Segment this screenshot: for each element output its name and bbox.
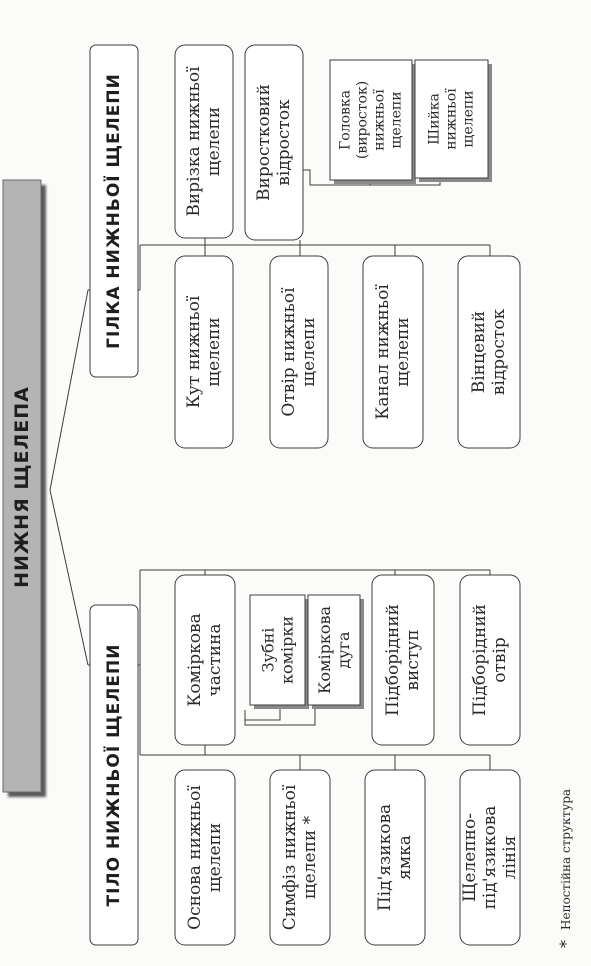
box-label-line: дуга [334, 631, 353, 669]
ramus-header: ГІЛКА НИЖНЬОЇ ЩЕЛЕПИ [102, 73, 124, 349]
box-frame [249, 594, 306, 706]
box-label-line: щелепи [461, 90, 477, 147]
box-label-line: частина [205, 623, 225, 696]
box-label-line: Вирізка нижньої [184, 66, 204, 217]
ramus-header-box [89, 44, 139, 378]
box-label-line: виступ [403, 629, 423, 690]
box-label-line: нижньої [372, 89, 388, 151]
box-label-line: Під'язикова [375, 804, 395, 911]
body-header-box [89, 604, 139, 946]
ramus-header-group: ГІЛКА НИЖНЬОЇ ЩЕЛЕПИ [89, 44, 139, 378]
box-label-line: Вінцевий [469, 311, 489, 394]
box-label-line: щелепи [299, 317, 319, 386]
box-label-line: ямка [395, 835, 415, 880]
box-label-line: щелепи [389, 91, 405, 148]
box-label-line: Виростковий [254, 84, 274, 201]
box-frame [244, 44, 304, 241]
root-connector [49, 289, 89, 666]
footnote-mark: * [557, 940, 576, 948]
box-label-line: Підборідний [470, 604, 490, 716]
box-frame [174, 769, 236, 946]
box-label-line: комірки [278, 616, 297, 684]
box-frame [364, 769, 426, 946]
title-bar [2, 179, 42, 793]
box-label-line: Канал нижньої [373, 284, 393, 420]
body-header-group: ТІЛО НИЖНЬОЇ ЩЕЛЕПИ [89, 604, 139, 946]
komirkova-sub-connector [244, 705, 316, 726]
box-label-line: лінія [500, 836, 520, 880]
box-label-line: відросток [274, 99, 294, 186]
box-frame [362, 255, 424, 449]
box-label-line: Підборідний [383, 604, 403, 716]
box-label-line: Коміркова [315, 606, 334, 694]
box-label-line: щелепи [204, 107, 224, 176]
box-label-line: Зубні [259, 628, 278, 673]
box-label-line: щелепи * [300, 815, 320, 899]
box-label-line: щелепи [204, 317, 224, 386]
box-label-line: щелепи [205, 823, 225, 892]
footnote-text: Непостійна структура [559, 789, 573, 930]
box-label-line: відросток [489, 308, 509, 395]
box-frame [174, 255, 234, 449]
box-label-line: під'язикова [480, 806, 500, 910]
box-frame [307, 594, 361, 706]
box-frame [371, 574, 435, 746]
page-title: НИЖНЯ ЩЕЛЕПА [11, 386, 33, 588]
box-frame [457, 255, 521, 449]
box-label-line: Шийка [427, 93, 443, 145]
title-group: НИЖНЯ ЩЕЛЕПА [2, 179, 46, 797]
box-label-line: (виросток) [355, 81, 371, 159]
box-frame [459, 574, 521, 746]
box-frame [174, 44, 234, 239]
box-label-line: щелепи [393, 317, 413, 386]
box-label-line: отвір [490, 637, 510, 683]
body-header: ТІЛО НИЖНЬОЇ ЩЕЛЕПИ [102, 644, 124, 907]
box-label-line: Отвір нижньої [279, 287, 299, 417]
box-frame [414, 59, 489, 179]
box-label-line: Коміркова [185, 613, 205, 707]
box-label-line: нижньої [444, 88, 460, 150]
box-frame [269, 769, 331, 946]
box-label-line: Основа нижньої [185, 785, 205, 930]
footnote: * Непостійна структура [557, 789, 576, 948]
box-label-line: Кут нижньої [184, 295, 204, 408]
box-label-line: Головка [338, 90, 354, 150]
box-frame [269, 255, 329, 449]
box-frame [174, 574, 236, 746]
box-frame [329, 59, 413, 181]
box-frame [459, 769, 521, 946]
box-label-line: Щелепно- [460, 813, 480, 902]
box-label-line: Симфіз нижньої [280, 784, 300, 930]
